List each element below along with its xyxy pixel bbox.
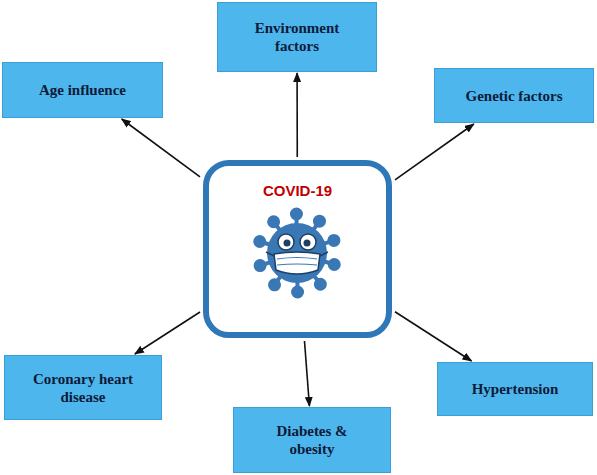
factor-box: Genetic factors: [434, 68, 594, 123]
central-box: COVID-19: [203, 160, 392, 338]
arrow-connector: [395, 312, 472, 361]
arrow-connector: [122, 119, 200, 177]
factor-label: Diabetes & obesity: [265, 422, 360, 458]
arrow-connector: [135, 312, 200, 354]
arrow-connector: [304, 341, 309, 406]
factor-box: Coronary heart disease: [4, 355, 162, 420]
factor-box: Environment factors: [217, 2, 377, 72]
factor-box: Hypertension: [437, 362, 593, 416]
center-label: COVID-19: [263, 182, 332, 200]
factor-label: Genetic factors: [465, 87, 562, 105]
arrow-connector: [296, 73, 298, 157]
factor-label: Age influence: [39, 81, 126, 99]
factor-label: Hypertension: [472, 380, 559, 398]
arrow-connector: [395, 124, 474, 180]
factor-box: Age influence: [2, 62, 163, 118]
factor-label: Environment factors: [242, 19, 352, 55]
factor-label: Coronary heart disease: [24, 370, 142, 406]
factor-box: Diabetes & obesity: [233, 407, 391, 473]
